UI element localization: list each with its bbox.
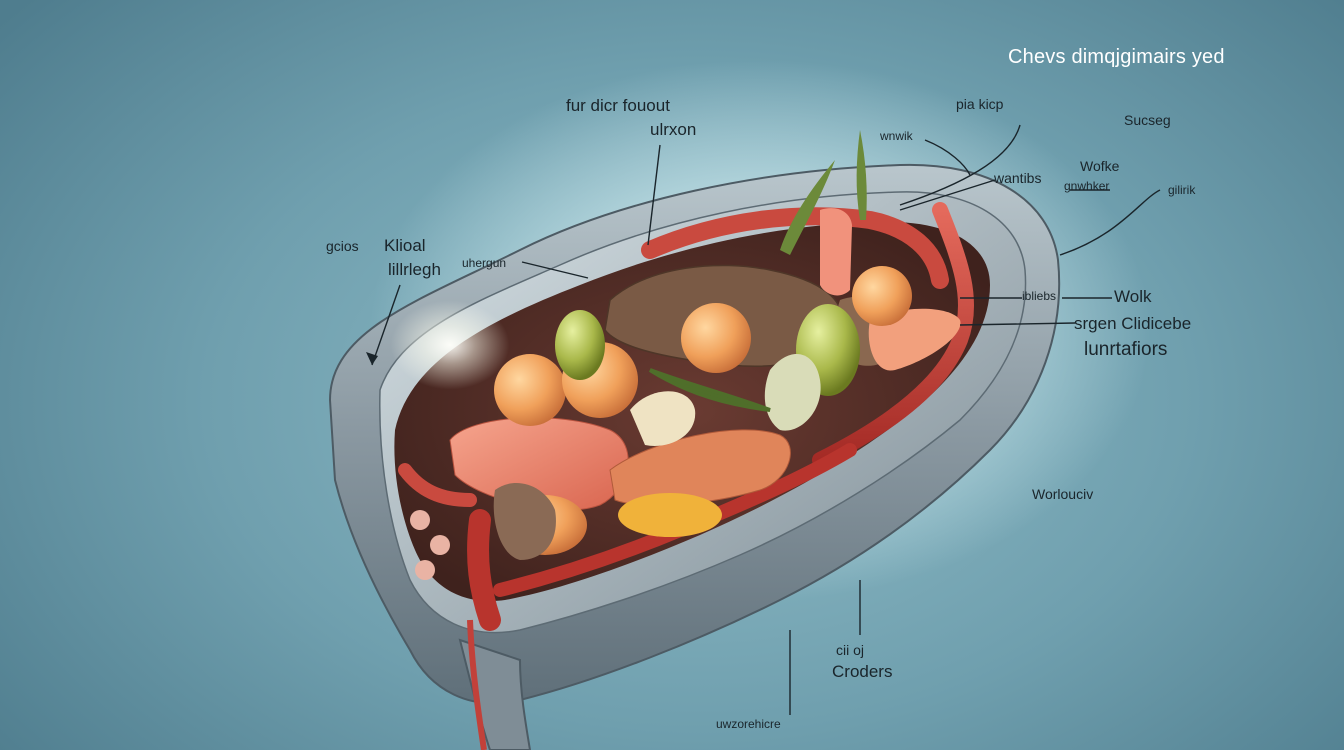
muscle-band-top xyxy=(641,207,949,289)
arrowhead-left xyxy=(366,352,378,365)
leader-left-arrow xyxy=(371,284,401,366)
diagram-title: Chevs dimqjgimairs yed xyxy=(1008,46,1225,68)
organ-lower-shaft xyxy=(458,638,532,750)
leader-wnwik xyxy=(924,139,971,176)
label-top-left-line2: ulrxon xyxy=(650,120,697,139)
muscle-band-left-2 xyxy=(398,463,477,507)
label-wofke: Wofke xyxy=(1080,158,1120,174)
olive-2 xyxy=(555,310,605,380)
label-top-left-line1: fur dicr fouout xyxy=(566,96,670,115)
label-gcios: gcios xyxy=(326,238,359,254)
label-croders: Croders xyxy=(832,662,893,681)
pink-piece-top xyxy=(820,208,852,296)
leader-lines xyxy=(371,124,1161,715)
muscle-band-left xyxy=(467,509,501,631)
pale-chunk-2 xyxy=(764,353,821,431)
label-uhergun: uhergun xyxy=(462,256,507,270)
orange-ball-4 xyxy=(852,266,912,326)
small-bead-3 xyxy=(415,560,435,580)
label-top-right: Sucseg xyxy=(1124,112,1171,128)
small-bead-1 xyxy=(410,510,430,530)
label-wnwik: wnwik xyxy=(880,129,913,143)
orange-ball-1 xyxy=(494,354,566,426)
pale-chunk-1 xyxy=(630,391,696,446)
label-lillrlegh: lillrlegh xyxy=(388,260,441,279)
leader-srgen xyxy=(959,322,1076,326)
label-klioal: Klioal xyxy=(384,236,426,255)
leader-top-center xyxy=(899,124,1021,206)
label-top-center: pia kicp xyxy=(956,96,1004,112)
brown-chunk xyxy=(493,482,556,560)
leaf-2 xyxy=(856,130,867,220)
leader-gilirik xyxy=(1059,189,1161,256)
small-bead-2 xyxy=(430,535,450,555)
label-srgen-clidicebe: srgen Clidicebe xyxy=(1074,314,1192,333)
label-ibliebs: ibliebs xyxy=(1022,289,1057,303)
leader-left-inner xyxy=(521,261,589,279)
muscle-band-right xyxy=(812,202,975,468)
leaf-3 xyxy=(648,368,771,412)
leader-wantibs xyxy=(899,179,996,211)
leader-top-left xyxy=(647,144,661,246)
label-uwzorehicre: uwzorehicre xyxy=(716,717,781,731)
label-gilirik: gilirik xyxy=(1168,183,1196,197)
leaf-1 xyxy=(780,160,835,255)
label-cii-oj: cii oj xyxy=(836,642,865,658)
red-stripe-lower-shaft xyxy=(467,619,487,750)
label-lunrtafiors: lunrtafiors xyxy=(1084,339,1168,360)
label-wantibs: wantibs xyxy=(994,170,1042,186)
orange-ball-3 xyxy=(681,303,751,373)
label-worlouciv: Worlouciv xyxy=(1032,486,1094,502)
label-wolk: Wolk xyxy=(1114,287,1152,306)
label-gnwhker: gnwhker xyxy=(1064,179,1110,193)
yellow-piece xyxy=(618,493,722,537)
